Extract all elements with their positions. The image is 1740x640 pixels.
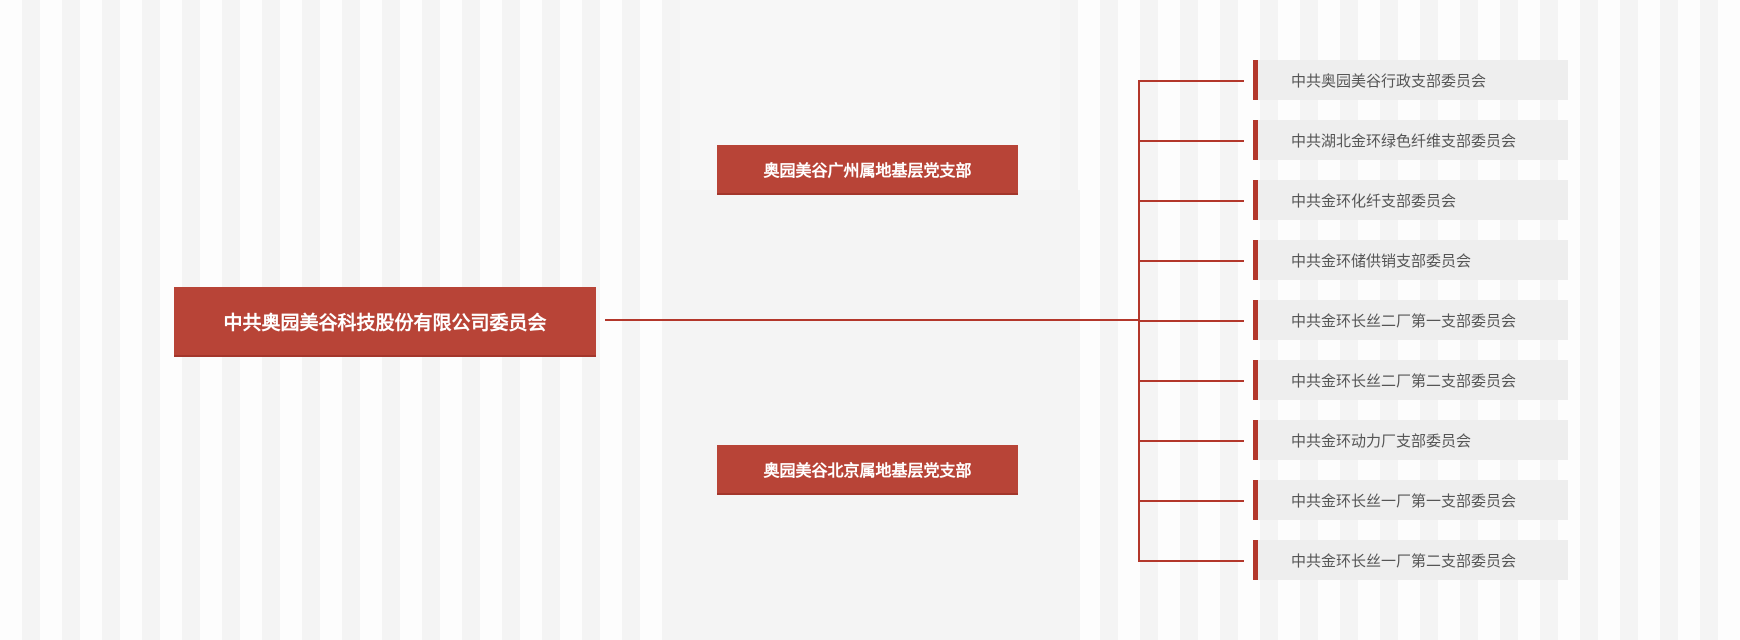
leaf-node: 中共金环长丝一厂第二支部委员会 [1253,540,1568,580]
branch-node-beijing: 奥园美谷北京属地基层党支部 [717,445,1018,495]
leaf-node: 中共湖北金环绿色纤维支部委员会 [1253,120,1568,160]
leaf-connector-line [1138,260,1244,262]
leaf-node: 中共金环长丝二厂第一支部委员会 [1253,300,1568,340]
main-connector-line [605,319,1140,321]
leaf-node: 中共金环动力厂支部委员会 [1253,420,1568,460]
leaf-connector-line [1138,80,1244,82]
leaf-connector-line [1138,380,1244,382]
leaf-connector-line [1138,500,1244,502]
leaf-node: 中共奥园美谷行政支部委员会 [1253,60,1568,100]
leaf-connector-line [1138,320,1244,322]
leaf-connector-line [1138,440,1244,442]
leaf-connector-line [1138,560,1244,562]
leaf-node: 中共金环长丝一厂第一支部委员会 [1253,480,1568,520]
leaf-node: 中共金环储供销支部委员会 [1253,240,1568,280]
branch-node-guangzhou: 奥园美谷广州属地基层党支部 [717,145,1018,195]
leaf-node: 中共金环化纤支部委员会 [1253,180,1568,220]
root-node: 中共奥园美谷科技股份有限公司委员会 [174,287,596,357]
background-center [670,190,1080,640]
leaf-node: 中共金环长丝二厂第二支部委员会 [1253,360,1568,400]
leaf-connector-line [1138,200,1244,202]
leaf-connector-line [1138,140,1244,142]
